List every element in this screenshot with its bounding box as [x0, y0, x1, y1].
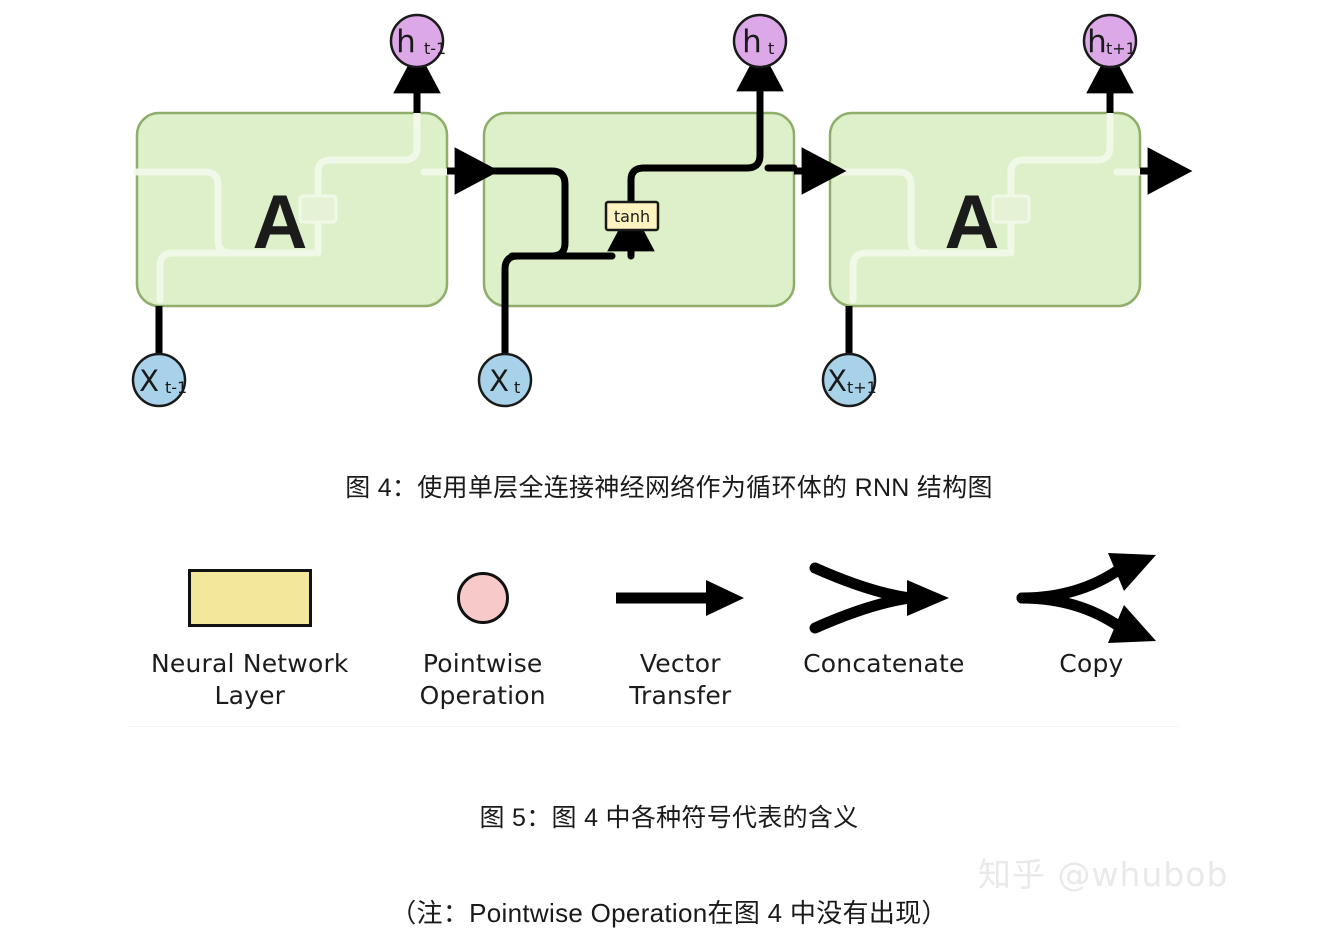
output-node-middle: h t [732, 13, 788, 69]
x-sub-right: t+1 [847, 378, 877, 397]
h-sub-middle: t [768, 39, 774, 58]
tanh-label: tanh [614, 207, 650, 226]
caption-figure-4: 图 4：使用单层全连接神经网络作为循环体的 RNN 结构图 [345, 474, 993, 502]
rnn-cell-right: A [826, 96, 1144, 308]
h-label-left: h [396, 24, 416, 60]
legend-label-pointwise-operation: Pointwise Operation [420, 648, 546, 712]
h-label-right: h [1087, 24, 1107, 60]
caption-note: （注：Pointwise Operation在图 4 中没有出现） [390, 898, 948, 928]
legend-label-line1: Neural Network [151, 649, 349, 678]
copy-icon [1016, 548, 1166, 648]
x-label-left: X [139, 364, 159, 398]
copy-arrow [1016, 553, 1157, 643]
symbol-legend: Neural Network Layer Pointwise Operation [128, 548, 1178, 727]
legend-label-line2: Layer [214, 681, 286, 710]
x-sub-middle: t [514, 378, 520, 397]
output-arrows [393, 48, 1134, 113]
concatenate-icon [809, 548, 959, 648]
legend-label-concatenate: Concatenate [803, 648, 964, 680]
h-sub-left: t-1 [424, 39, 446, 58]
rnn-cell-middle: tanh [480, 46, 798, 362]
concatenate-arrow [809, 562, 949, 634]
legend-item-pointwise-operation: Pointwise Operation [394, 548, 572, 712]
ghost-wiring-left [133, 96, 451, 304]
legend-item-neural-network-layer: Neural Network Layer [136, 548, 364, 712]
legend-label-vector-transfer: Vector Transfer [629, 648, 731, 712]
h-circle-right [1082, 13, 1138, 69]
x-label-right: X [827, 364, 847, 398]
legend-label-line2: Transfer [629, 681, 732, 710]
neural-network-layer-rect [187, 569, 312, 627]
watermark: 知乎 @whubob [978, 855, 1229, 894]
input-node-left: X t-1 [131, 352, 187, 408]
pointwise-operation-circle [456, 572, 509, 624]
vector-transfer-arrow [616, 580, 745, 616]
h-label-middle: h [742, 24, 762, 60]
legend-label-line1: Copy [1059, 649, 1124, 678]
legend-item-concatenate: Concatenate [785, 548, 983, 680]
rnn-cell-left: A [133, 96, 451, 308]
legend-label-line2: Operation [419, 681, 546, 710]
legend-label-copy: Copy [1059, 648, 1123, 680]
x-circle-middle [477, 352, 533, 408]
vector-transfer-icon [610, 548, 750, 648]
cell-label-left: A [253, 180, 308, 265]
legend-label-line1: Vector [639, 649, 721, 678]
legend-item-vector-transfer: Vector Transfer [594, 548, 767, 712]
x-circle-left [131, 352, 187, 408]
input-node-middle: X t [477, 352, 533, 408]
ghost-wiring-right [826, 96, 1144, 304]
rnn-unrolled-diagram: A [0, 0, 1338, 430]
legend-label-line1: Pointwise [422, 649, 543, 678]
legend-item-copy: Copy [1005, 548, 1178, 680]
h-sub-right: t+1 [1106, 39, 1136, 58]
pointwise-operation-icon [456, 548, 509, 648]
cell-wiring-middle [480, 46, 798, 362]
cell-label-right: A [945, 180, 1000, 265]
x-sub-left: t-1 [165, 378, 187, 397]
legend-row: Neural Network Layer Pointwise Operation [128, 548, 1178, 726]
legend-label-line1: Concatenate [803, 649, 965, 678]
neural-network-layer-icon [187, 548, 312, 648]
tanh-operation-box: tanh [604, 200, 660, 232]
x-circle-right [821, 352, 877, 408]
output-node-left: h t-1 [389, 13, 446, 69]
input-node-right: X t+1 [821, 352, 877, 408]
output-node-right: h t+1 [1082, 13, 1138, 69]
x-label-middle: X [489, 364, 509, 398]
caption-figure-5: 图 5：图 4 中各种符号代表的含义 [479, 804, 859, 832]
legend-label-neural-network-layer: Neural Network Layer [151, 648, 349, 712]
input-stems [155, 306, 853, 358]
h-circle-middle [732, 13, 788, 69]
tanh-box-rect [604, 200, 660, 232]
h-circle-left [389, 13, 445, 69]
